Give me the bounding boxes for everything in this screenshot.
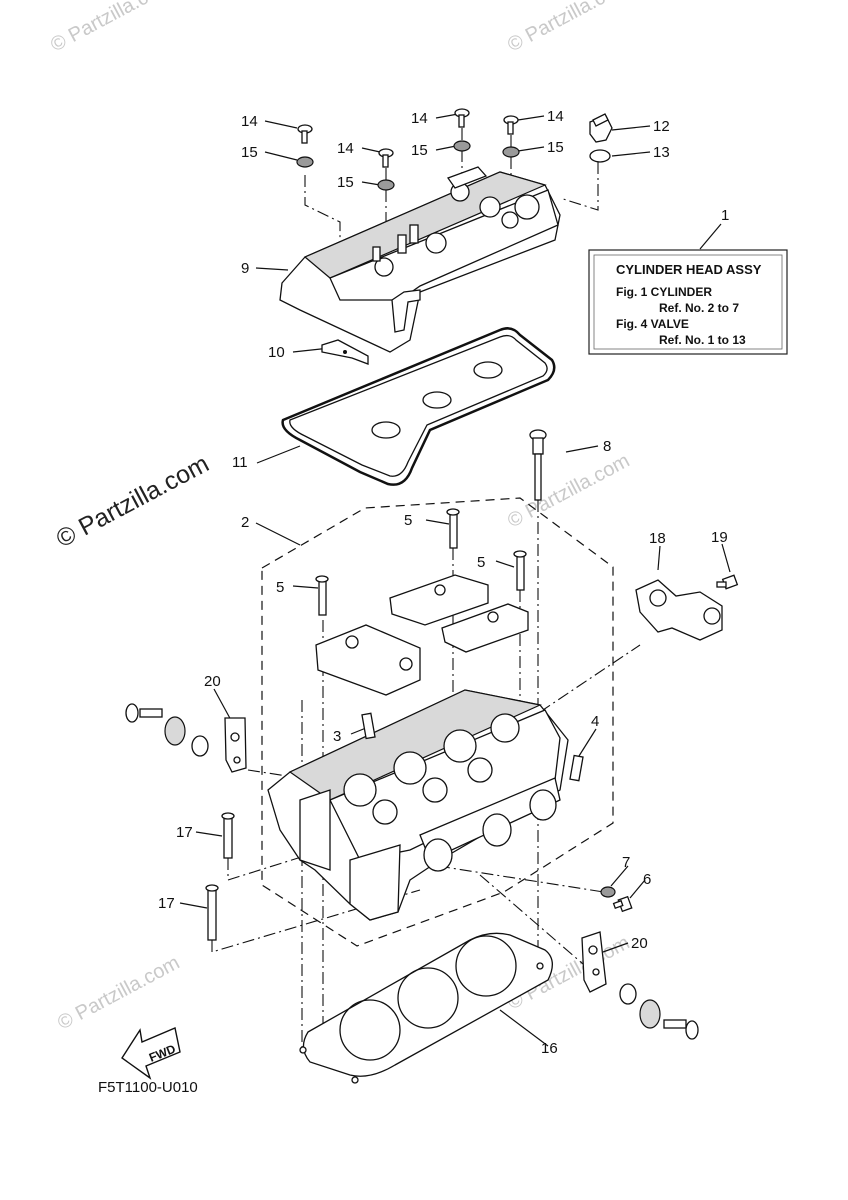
part-3-sleeve [361, 712, 376, 740]
callout-1: 1 [721, 207, 729, 224]
part-6-bolt [612, 895, 633, 913]
callout-16: 16 [541, 1040, 558, 1057]
watermark: © Partzilla.com [47, 0, 176, 56]
callout-15: 15 [411, 142, 428, 159]
callout-5: 5 [477, 554, 485, 571]
valve-cover [279, 166, 561, 353]
sprocket-assembly-left [125, 703, 209, 757]
head-bolt-8 [529, 429, 547, 501]
callout-5: 5 [276, 579, 284, 596]
callout-14: 14 [241, 113, 258, 130]
info-box-title: CYLINDER HEAD ASSY [616, 262, 762, 277]
watermark-dark: © Partzilla.com [52, 449, 214, 553]
callout-15: 15 [337, 174, 354, 191]
callout-13: 13 [653, 144, 670, 161]
callout-4: 4 [591, 713, 599, 730]
callout-14: 14 [337, 140, 354, 157]
callout-5: 5 [404, 512, 412, 529]
callout-8: 8 [603, 438, 611, 455]
valve-cover-gasket [281, 327, 556, 486]
callout-17: 17 [158, 895, 175, 912]
callout-11: 11 [232, 454, 248, 471]
callout-18: 18 [649, 530, 666, 547]
callout-10: 10 [268, 344, 285, 361]
callout-17: 17 [176, 824, 193, 841]
diagram-code: F5T1100-U010 [98, 1079, 198, 1096]
info-box-line2: Ref. No. 2 to 7 [659, 301, 739, 315]
callout-19: 19 [711, 529, 728, 546]
callout-15: 15 [241, 144, 258, 161]
callout-9: 9 [241, 260, 249, 277]
sprocket-assembly-right [619, 983, 699, 1040]
callout-14: 14 [547, 108, 564, 125]
callout-12: 12 [653, 118, 670, 135]
fwd-arrow-icon: FWD [121, 1027, 181, 1080]
part-4-sleeve [569, 754, 584, 782]
watermark: © Partzilla.com [504, 450, 633, 533]
callout-15: 15 [547, 139, 564, 156]
cylinder-head-assy-info-box: CYLINDER HEAD ASSY Fig. 1 CYLINDER Ref. … [588, 249, 788, 355]
watermark: © Partzilla.com [54, 952, 183, 1035]
callout-14: 14 [411, 110, 428, 127]
part-20-bracket-right [581, 931, 607, 993]
part-18-bracket [635, 579, 723, 641]
callout-labels: 14 15 14 15 14 15 14 15 12 13 1 9 10 11 … [158, 108, 729, 1057]
part-20-bracket-left [224, 717, 247, 773]
cylinder-head-body [267, 689, 569, 921]
cam-caps [315, 574, 529, 696]
callout-2: 2 [241, 514, 249, 531]
cam-cap-bolts [315, 508, 527, 616]
callout-20: 20 [204, 673, 221, 690]
callout-6: 6 [643, 871, 651, 888]
info-box-line3: Fig. 4 VALVE [616, 317, 689, 331]
watermark: © Partzilla.com [504, 0, 633, 56]
part-19-bolt [716, 574, 739, 590]
cover-bolts-and-washers [296, 108, 520, 191]
cylinder-head-gasket [299, 932, 553, 1084]
callout-7: 7 [622, 854, 630, 871]
info-box-line1: Fig. 1 CYLINDER [616, 285, 712, 299]
callout-20: 20 [631, 935, 648, 952]
part-10-bracket [321, 339, 369, 365]
part-17-bolts [205, 812, 235, 941]
info-box-line4: Ref. No. 1 to 13 [659, 333, 746, 347]
callout-3: 3 [333, 728, 341, 745]
part-7-washer [600, 886, 616, 898]
leader-lines [179, 113, 731, 1047]
oil-filler-cap [589, 113, 613, 163]
